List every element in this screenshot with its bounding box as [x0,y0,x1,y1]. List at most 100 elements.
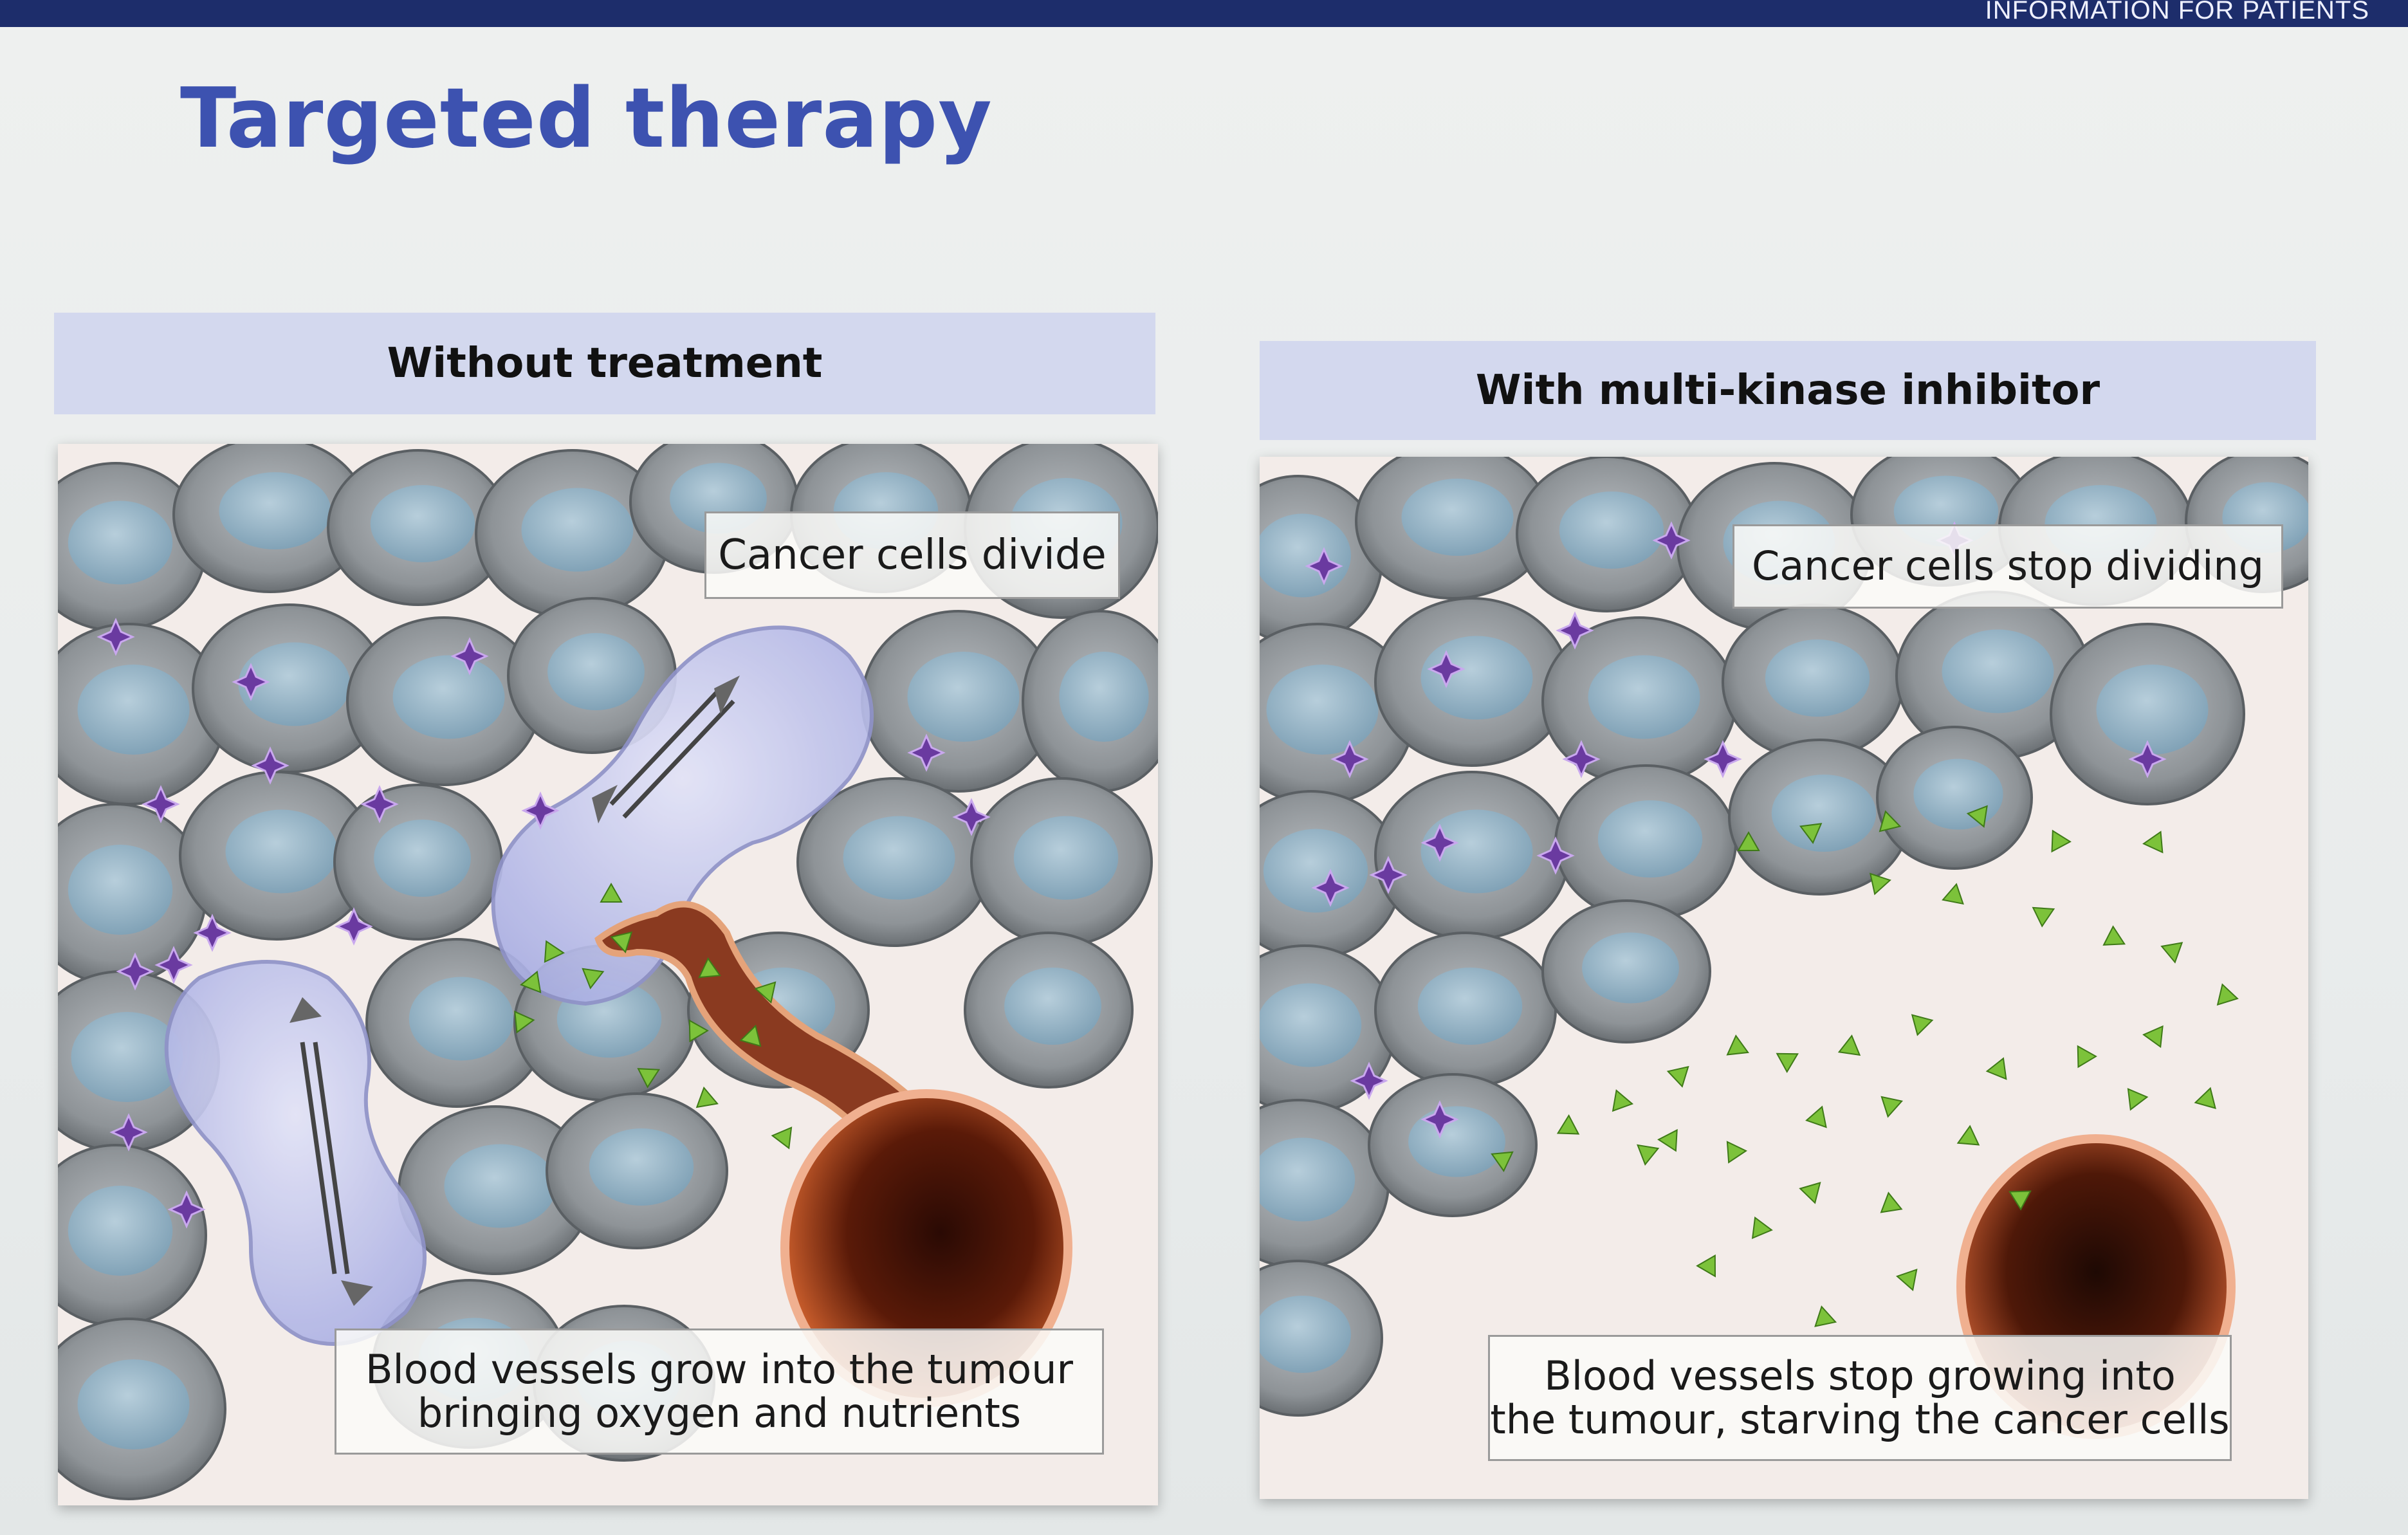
growth-factor-marker [544,940,565,963]
growth-factor-marker [1869,872,1891,896]
growth-factor-marker [2142,1025,2164,1048]
callout-line-1: Blood vessels grow into the tumour [365,1345,1073,1393]
cell-nucleus [1588,655,1700,739]
cell-nucleus [238,642,351,726]
cell-nucleus [409,977,514,1061]
growth-factor-marker [520,970,542,994]
kinase-marker [2128,740,2167,778]
growth-factor-marker [1942,883,1964,905]
growth-factor-markers [1491,805,2239,1327]
kinase-marker [193,914,232,952]
cell-nucleus [1417,968,1523,1045]
growth-factor-marker [2127,1088,2149,1111]
dividing-cell-lower [164,960,427,1346]
growth-factor-marker [1985,1057,2007,1080]
cell-nucleus [370,485,475,562]
kinase-marker [1311,869,1350,907]
growth-factor-marker [688,1019,709,1043]
growth-factor-marker [1880,1191,1903,1213]
growth-factor-marker [1737,831,1760,851]
callout-blood-vessels-stop-growing: Blood vessels stop growing into the tumo… [1488,1335,2232,1461]
growth-factor-marker [1837,1034,1861,1056]
cell-nucleus [1263,829,1368,913]
cell-nucleus [1771,775,1877,852]
kinase-markers [97,618,991,1229]
kinase-marker [116,952,154,991]
cancer-cell-cluster [58,444,1158,1500]
growth-factor-marker [739,1024,762,1047]
callout-line-2: bringing oxygen and nutrients [417,1390,1022,1437]
kinase-marker [360,785,399,823]
growth-factor-marker [698,957,721,979]
growth-factor-marker [637,1068,661,1089]
cell-nucleus [374,820,471,897]
growth-factor-marker [1966,805,1988,828]
kinase-marker [1562,740,1601,778]
kinase-marker [1536,836,1575,875]
kinase-marker [1652,521,1691,560]
cell-nucleus [225,809,338,894]
kinase-marker [1330,740,1369,778]
kinase-marker [1420,1100,1459,1139]
cell-nucleus [1059,652,1149,742]
cell-nucleus [1420,809,1533,894]
kinase-marker [251,746,290,785]
panel-header-with-inhibitor: With multi-kinase inhibitor [1260,341,2316,440]
kinase-marker [521,791,560,830]
kinase-marker [952,798,991,836]
cell-nucleus [907,652,1020,742]
blood-vessel [594,901,1072,1407]
growth-factor-marker [695,1086,719,1108]
cell-nucleus [1266,665,1379,755]
cell-nucleus [392,655,505,739]
kinase-marker [167,1190,206,1229]
cell-nucleus [1260,1137,1356,1222]
cell-nucleus [219,472,331,549]
growth-factor-marker [2194,1087,2216,1110]
cell-nucleus [68,845,173,935]
cell-nucleus [1004,968,1101,1045]
growth-factor-marker [1726,1141,1747,1164]
growth-factor-marker [1696,1254,1716,1278]
cell-nucleus [1913,758,2003,830]
growth-factor-marker [1911,1014,1934,1036]
growth-factor-marker [1636,1144,1660,1166]
kinase-marker [232,663,270,701]
callout-cancer-cells-stop-dividing: Cancer cells stop dividing [1732,524,2283,609]
growth-factor-marker [1491,1151,1514,1172]
growth-factor-marker [582,968,605,989]
cell-nucleus [68,501,173,585]
illustration-without-treatment [58,444,1158,1505]
kinase-marker [154,946,193,984]
page-title: Targeted therapy [180,71,993,167]
kinase-marker [142,785,180,823]
cell-nucleus [1942,629,2054,713]
cell-nucleus [1260,1296,1351,1373]
banner-text: INFORMATION FOR PATIENTS [1985,0,2369,24]
growth-factor-marker [1657,1128,1678,1152]
growth-factor-marker [600,882,623,903]
growth-factor-marker [2051,829,2072,853]
cell-nucleus [1582,932,1679,1004]
kinase-marker [97,618,135,656]
growth-factor-marker [2102,925,2126,946]
cell-nucleus [77,1359,190,1449]
kinase-marker [1427,650,1466,688]
kinase-markers [1305,521,2167,1139]
cell-nucleus [1260,513,1351,598]
callout-line-2: the tumour, starving the cancer cells [1490,1396,2230,1443]
kinase-marker [1350,1062,1388,1100]
kinase-marker [335,907,373,946]
cell-nucleus [2096,665,2209,755]
cell-nucleus [843,816,955,900]
growth-factor-marker [514,1010,535,1034]
growth-factor-marker [1556,1114,1580,1135]
growth-factor-marker [1805,1105,1827,1128]
kinase-marker [109,1113,148,1152]
cell-nucleus [547,633,645,710]
growth-factor-marker [1880,1096,1904,1118]
cell-nucleus [1013,816,1119,900]
cell-nucleus [1260,983,1362,1067]
kinase-marker [1305,547,1343,585]
